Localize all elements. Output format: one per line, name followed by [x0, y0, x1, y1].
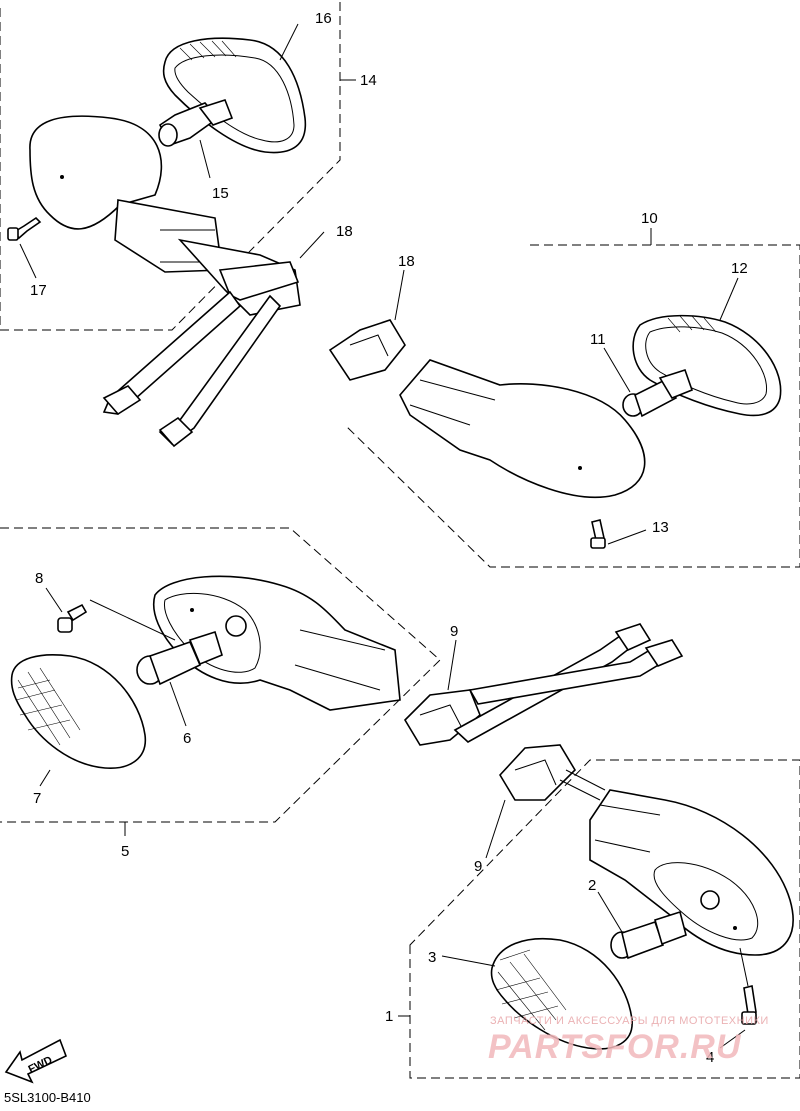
callout-18-right: 18: [398, 253, 415, 270]
group-1-boundary: [409, 759, 800, 1079]
leader-lines-10: [394, 228, 739, 545]
lens-7: [10, 654, 147, 769]
screw-8: [57, 603, 88, 633]
callout-3: 3: [428, 949, 436, 966]
watermark-brand: PARTSFOR.RU: [488, 1028, 742, 1066]
stay-bracket-9-left: [403, 689, 481, 746]
watermark-tagline: ЗАПЧАСТИ И АКСЕССУАРЫ ДЛЯ МОТОТЕХНИКИ: [490, 1015, 769, 1027]
group-10-boundary: [344, 244, 800, 568]
leader-lines-1: [398, 799, 749, 1049]
callout-7: 7: [33, 790, 41, 807]
callout-13: 13: [652, 519, 669, 536]
stay-bracket-18-right: [328, 319, 406, 381]
bulb-11: [622, 369, 694, 418]
stay-bracket-9-right: [499, 744, 577, 801]
bulb-6: [136, 615, 247, 686]
callout-6: 6: [183, 730, 191, 747]
callout-15: 15: [212, 185, 229, 202]
callout-9-left: 9: [450, 623, 458, 640]
callout-1: 1: [385, 1008, 393, 1025]
callout-12: 12: [731, 260, 748, 277]
group-14-boundary: [0, 0, 341, 331]
flasher-body-10: [399, 359, 646, 499]
wire-harness-14: [102, 290, 282, 448]
bulb-2: [610, 890, 720, 960]
flasher-body-1: [589, 789, 794, 956]
leader-lines-14: [19, 23, 356, 279]
watermark: ЗАПЧАСТИ И АКСЕССУАРЫ ДЛЯ МОТОТЕХНИКИ PA…: [488, 1015, 769, 1066]
callout-16: 16: [315, 10, 332, 27]
wire-harness-5: [453, 623, 684, 743]
callout-9-right: 9: [474, 858, 482, 875]
callout-18-left: 18: [336, 223, 353, 240]
callout-14: 14: [360, 72, 377, 89]
screw-4: [741, 985, 757, 1025]
screw-13: [590, 519, 606, 549]
group-5-boundary: [0, 527, 441, 823]
callout-17: 17: [30, 282, 47, 299]
wire-harness-1: [559, 769, 606, 801]
callout-11: 11: [590, 331, 606, 348]
fwd-arrow-icon: FWD: [4, 1038, 68, 1084]
drawing-code: 5SL3100-B410: [4, 1090, 91, 1105]
callout-5: 5: [121, 843, 129, 860]
screw-17: [7, 216, 42, 241]
bulb-15: [158, 99, 234, 147]
callout-4: 4: [706, 1049, 714, 1066]
lens-16: [162, 37, 307, 154]
lens-3: [490, 937, 633, 1050]
leader-lines-5: [39, 587, 457, 836]
callout-10: 10: [641, 210, 658, 227]
callout-2: 2: [588, 877, 596, 894]
callout-8: 8: [35, 570, 43, 587]
